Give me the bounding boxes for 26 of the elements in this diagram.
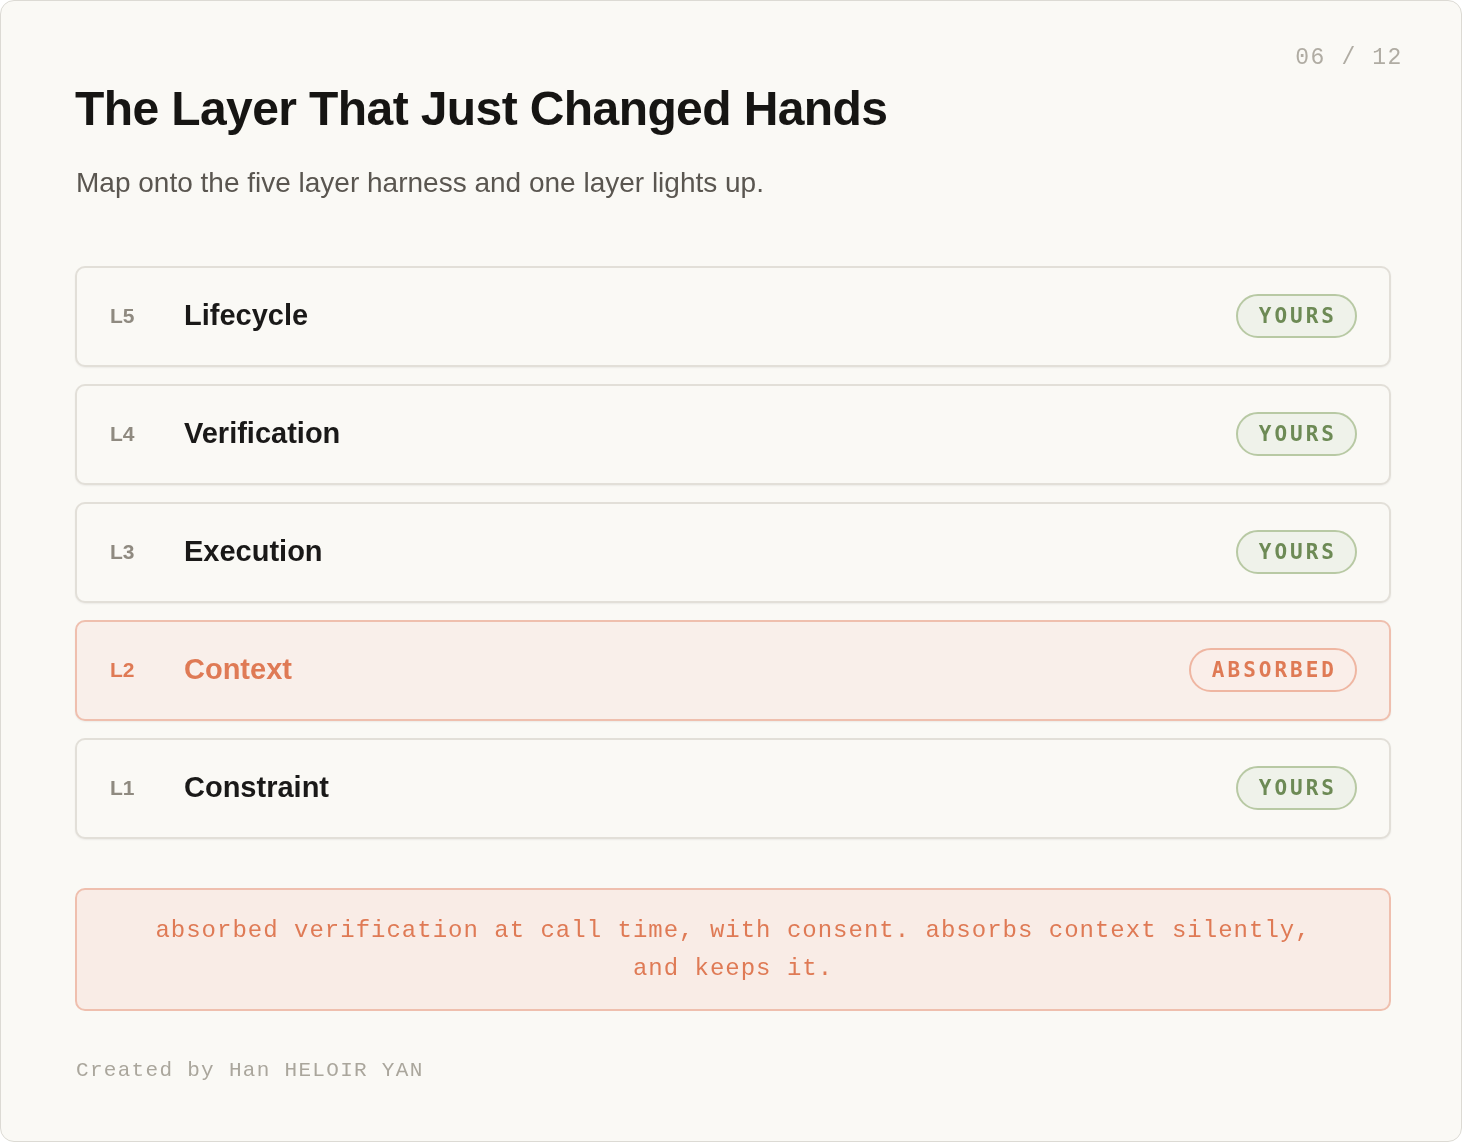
status-badge: YOURS bbox=[1235, 766, 1357, 810]
layer-row bbox=[75, 266, 1391, 367]
layer-row bbox=[75, 738, 1391, 839]
layer-name: Execution bbox=[184, 535, 323, 568]
layer-name: Lifecycle bbox=[184, 299, 309, 332]
slide-title: The Layer That Just Changed Hands bbox=[75, 81, 888, 136]
status-badge: YOURS bbox=[1235, 412, 1357, 456]
layer-name: Constraint bbox=[184, 771, 329, 804]
layer-number: L5 bbox=[110, 304, 135, 328]
status-badge: ABSORBED bbox=[1188, 648, 1357, 692]
callout-text: absorbed verification at call time, with consent. absorbs context silently, and keeps it. bbox=[154, 915, 1312, 984]
layer-name: Verification bbox=[184, 417, 341, 450]
credit-line: Created by Han HELOIR YAN bbox=[76, 1059, 424, 1082]
page-number: 06 / 12 bbox=[1295, 45, 1403, 71]
subtitle: Map onto the five layer harness and one layer lights up. bbox=[76, 167, 764, 199]
layer-row bbox=[75, 620, 1391, 721]
status-badge: YOURS bbox=[1235, 294, 1357, 338]
layer-number: L2 bbox=[110, 658, 135, 682]
layer-row bbox=[75, 502, 1391, 603]
layer-row bbox=[75, 384, 1391, 485]
layer-name: Context bbox=[184, 653, 292, 686]
layer-number: L4 bbox=[110, 422, 135, 446]
callout-panel bbox=[75, 888, 1391, 1011]
layer-number: L1 bbox=[110, 776, 135, 800]
layer-number: L3 bbox=[110, 540, 135, 564]
status-badge: YOURS bbox=[1235, 530, 1357, 574]
